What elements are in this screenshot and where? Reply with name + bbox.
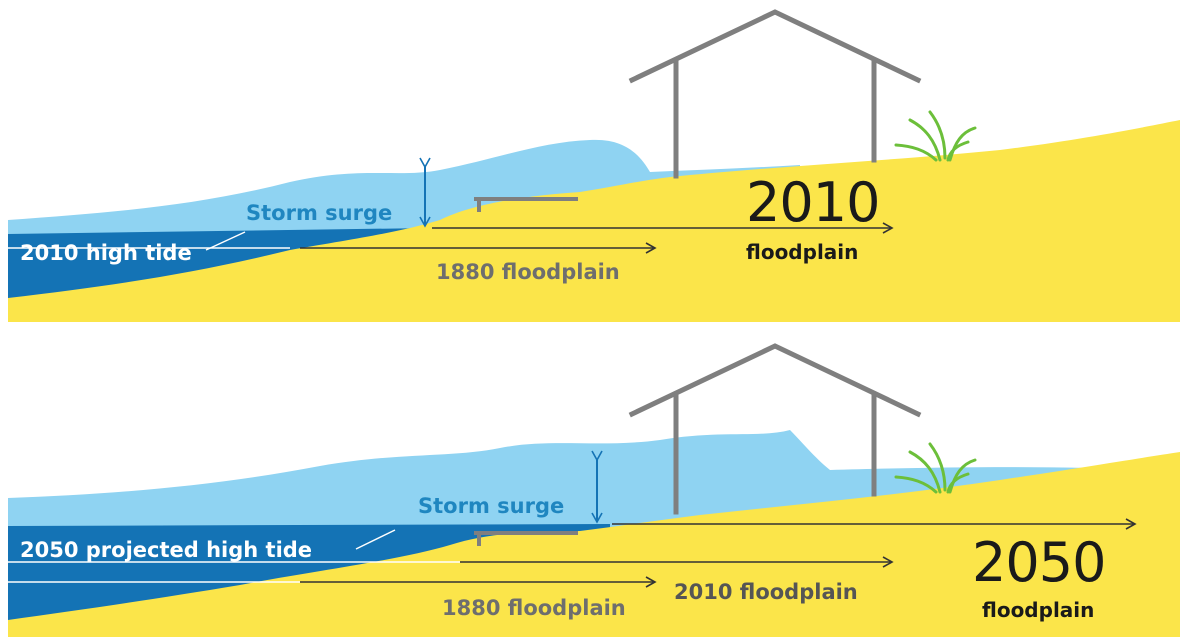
- storm-surge-label: Storm surge: [418, 494, 565, 518]
- panel-2050: [8, 343, 1180, 637]
- floodplain-word-label: floodplain: [982, 598, 1095, 622]
- floodplain-year-label: 2010: [746, 171, 880, 234]
- house-icon: [628, 343, 922, 515]
- dock: [474, 197, 578, 212]
- grass-icon: [894, 442, 977, 494]
- floodplain-1880-label: 1880 floodplain: [442, 596, 626, 620]
- high-tide-leader: [205, 231, 246, 251]
- high-tide-label: 2010 high tide: [20, 241, 192, 265]
- house-icon: [628, 9, 922, 179]
- land: [8, 120, 1180, 322]
- storm-surge-label: Storm surge: [246, 201, 393, 225]
- panel-2010: [8, 9, 1180, 322]
- floodplain-year-label: 2050: [972, 531, 1106, 594]
- dock: [474, 531, 578, 546]
- floodplain-1880-label: 1880 floodplain: [436, 260, 620, 284]
- floodplain-word-label: floodplain: [746, 240, 859, 264]
- panel-divider: [0, 322, 1180, 338]
- land: [8, 452, 1180, 637]
- high-tide-label: 2050 projected high tide: [20, 538, 313, 562]
- grass-icon: [894, 110, 977, 162]
- high-tide-leader: [355, 529, 396, 550]
- floodplain-2010-label: 2010 floodplain: [674, 580, 858, 604]
